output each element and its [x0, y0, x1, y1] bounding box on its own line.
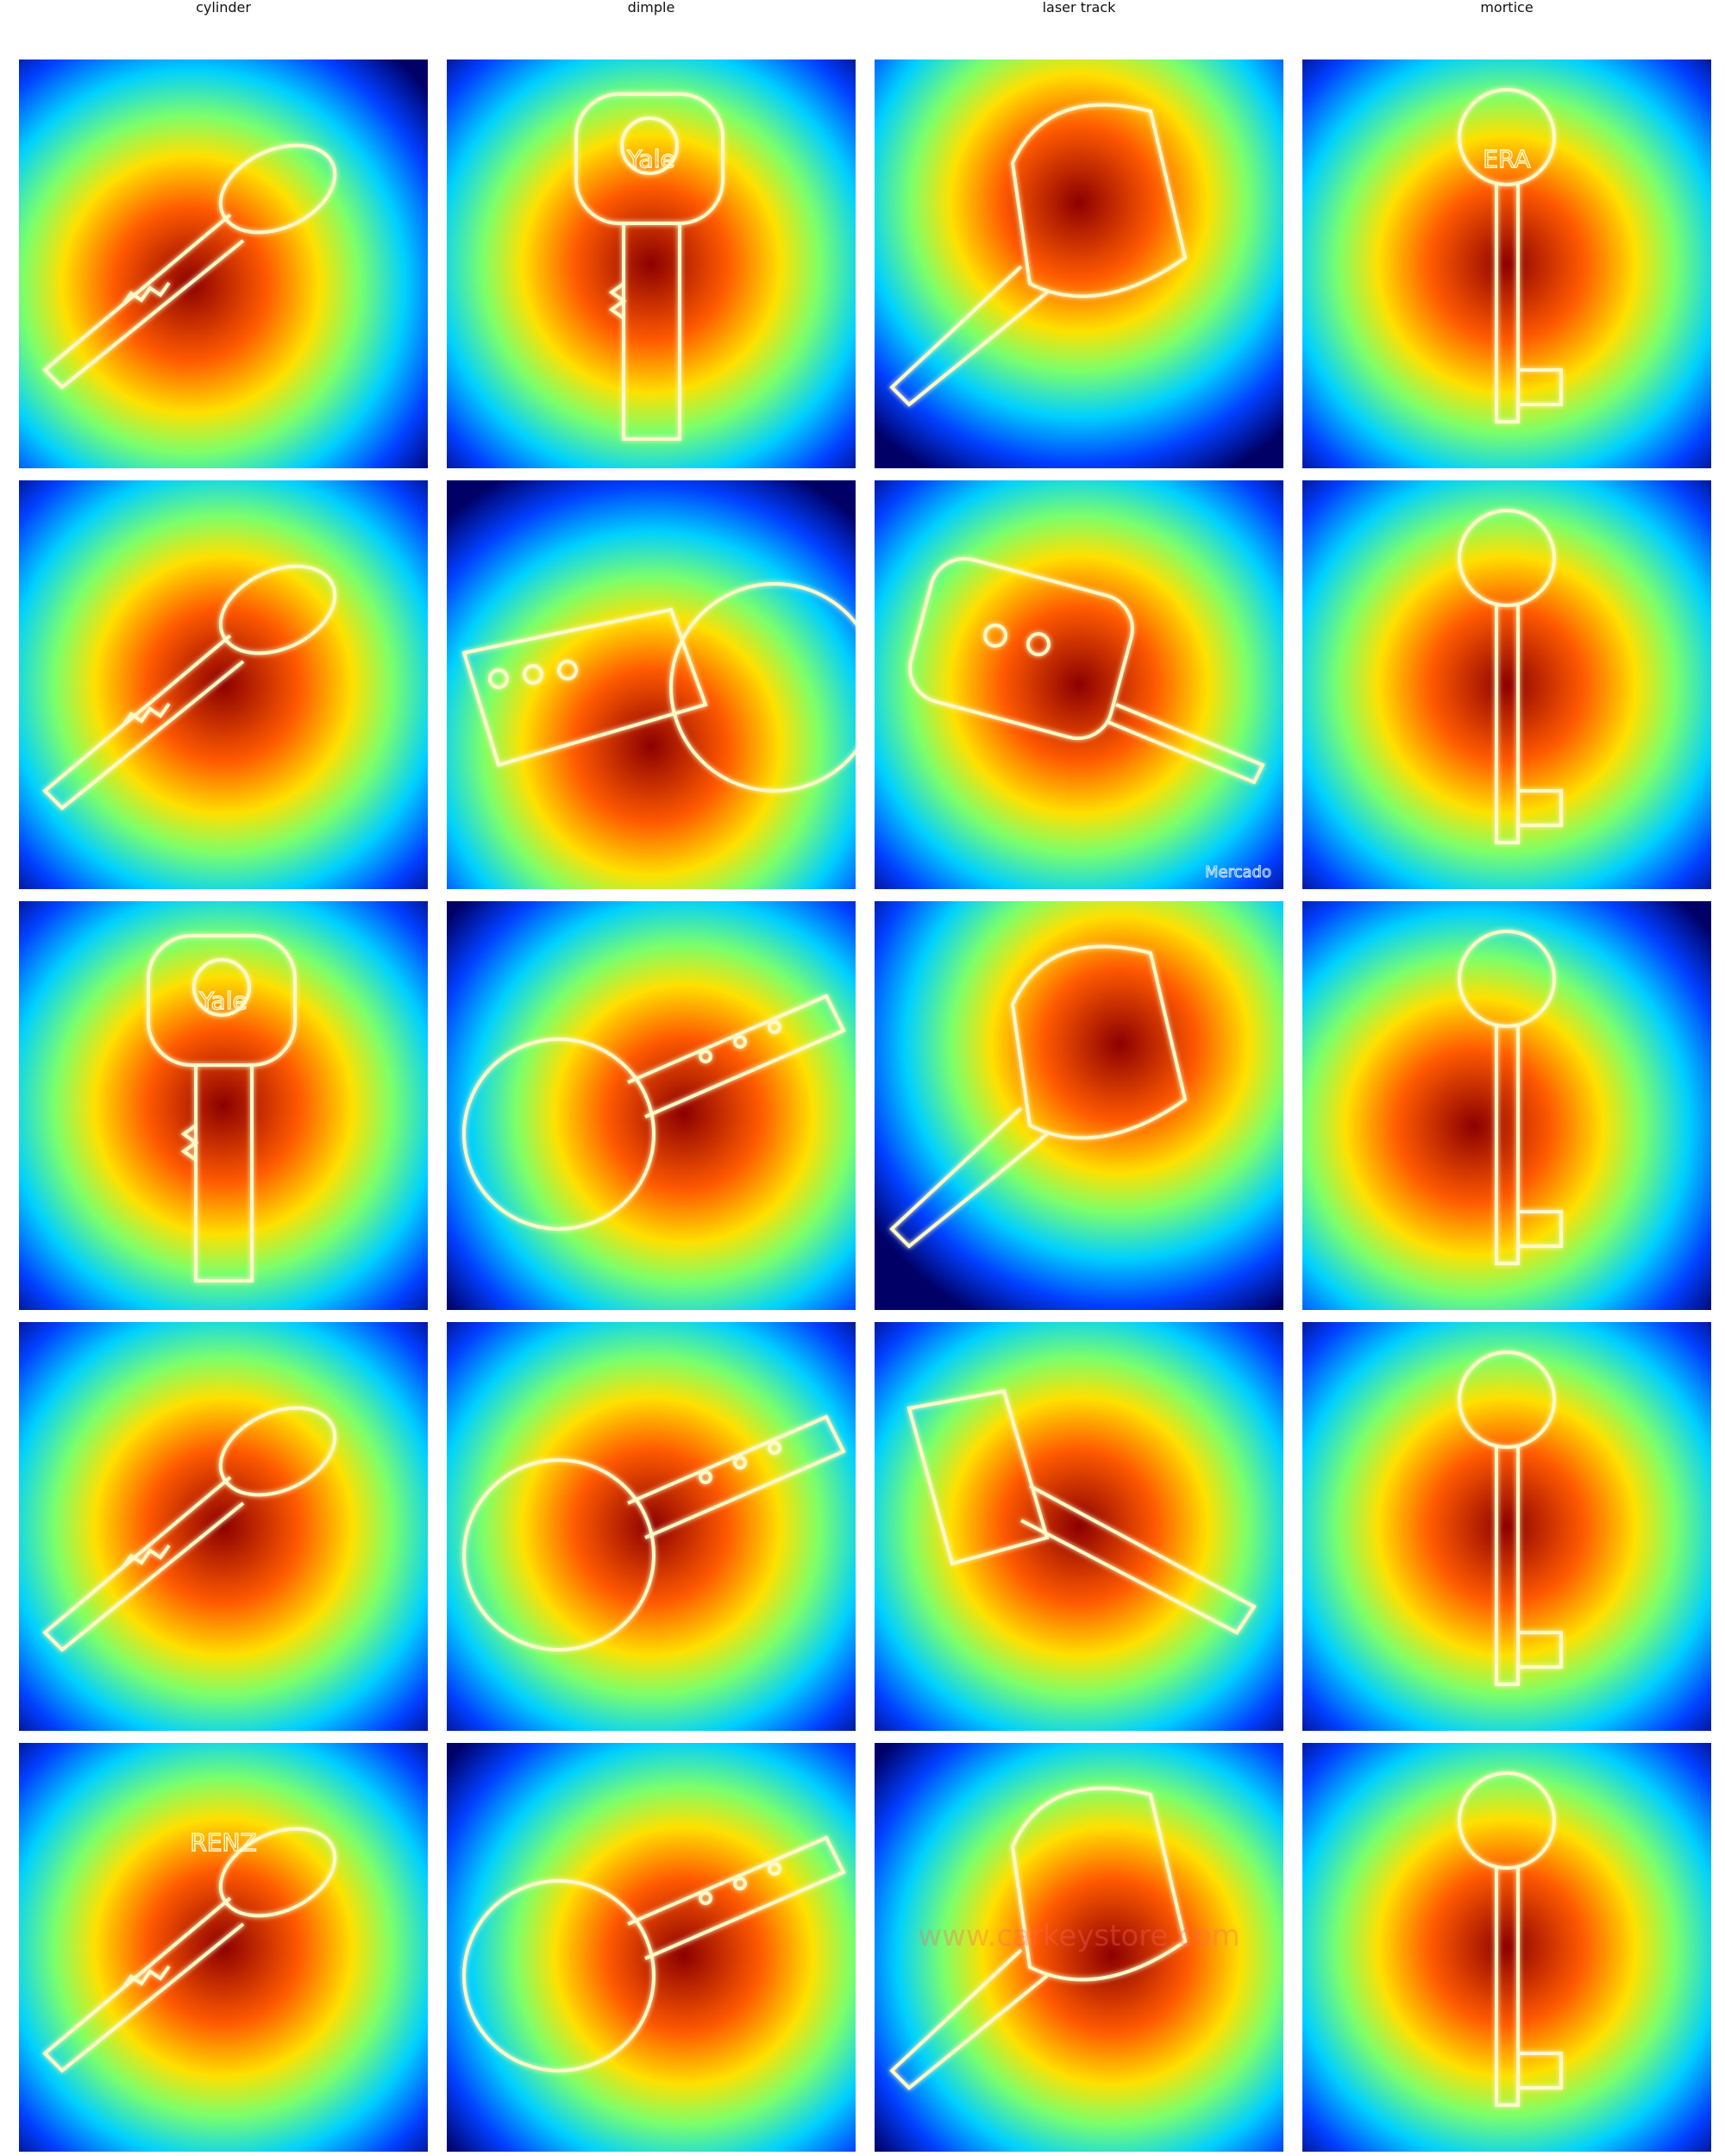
mortice-key-icon: [1458, 509, 1563, 844]
column-label-dimple: dimple: [627, 0, 675, 16]
yale-key-icon: [574, 92, 724, 441]
heatmap-tile: [1302, 480, 1711, 889]
heatmap-tile: [1302, 901, 1711, 1310]
column-label-mortice: mortice: [1480, 0, 1534, 16]
mortice-key-icon: [1458, 930, 1563, 1265]
mortice-key-icon: [1458, 1351, 1563, 1686]
yale-key-icon: [147, 934, 297, 1282]
heatmap-tile: [447, 901, 856, 1310]
svg-text:Yale: Yale: [198, 987, 247, 1015]
heatmap-tile: [447, 1743, 856, 2152]
heatmap-tile: [875, 1322, 1283, 1731]
cylinder-key-icon: [42, 1406, 337, 1652]
column-label-cylinder: cylinder: [196, 0, 251, 16]
dimple-key-ring-icon: [461, 582, 856, 793]
svg-text:RENZ: RENZ: [190, 1828, 256, 1857]
heatmap-tile: [875, 901, 1283, 1310]
heatmap-tile: www.carkeystore.com: [875, 1743, 1283, 2152]
svg-text:Yale: Yale: [626, 145, 674, 173]
column-label-laser-track: laser track: [1042, 0, 1116, 16]
heatmap-tile: [19, 60, 428, 468]
svg-text:Mercado: Mercado: [1205, 863, 1271, 881]
heatmap-tile: [447, 480, 856, 889]
heatmap-tile: [447, 1322, 856, 1731]
heatmap-tile: Mercado: [875, 480, 1283, 889]
dimple-key-icon: [462, 1835, 846, 2072]
flip-fob-key-icon: [908, 556, 1265, 785]
svg-text:www.carkeystore.com: www.carkeystore.com: [918, 1919, 1240, 1953]
heatmap-tile: Yale: [19, 901, 428, 1310]
heatmap-tile: [1302, 1743, 1711, 2152]
heatmap-tile: [875, 60, 1283, 468]
cylinder-key-icon: [42, 1827, 337, 2073]
cylinder-key-icon: [42, 143, 337, 390]
car-fob-key-icon: [889, 944, 1188, 1249]
mortice-key-icon: [1458, 88, 1563, 423]
heatmap-tile: [19, 480, 428, 889]
svg-text:ERA: ERA: [1483, 145, 1530, 173]
heatmap-tile: [19, 1322, 428, 1731]
cylinder-key-icon: [42, 564, 337, 811]
dimple-key-icon: [462, 1414, 846, 1651]
heatmap-tile: ERA: [1302, 60, 1711, 468]
laser-key-icon: [906, 1388, 1257, 1635]
mortice-key-icon: [1458, 1771, 1563, 2107]
heatmap-tile: [1302, 1322, 1711, 1731]
heatmap-tile: RENZ: [19, 1743, 428, 2152]
dimple-key-icon: [462, 993, 846, 1231]
car-fob-key-icon: [889, 103, 1188, 407]
car-fob-key-icon: [889, 1786, 1188, 2090]
heatmap-tile: Yale: [447, 60, 856, 468]
